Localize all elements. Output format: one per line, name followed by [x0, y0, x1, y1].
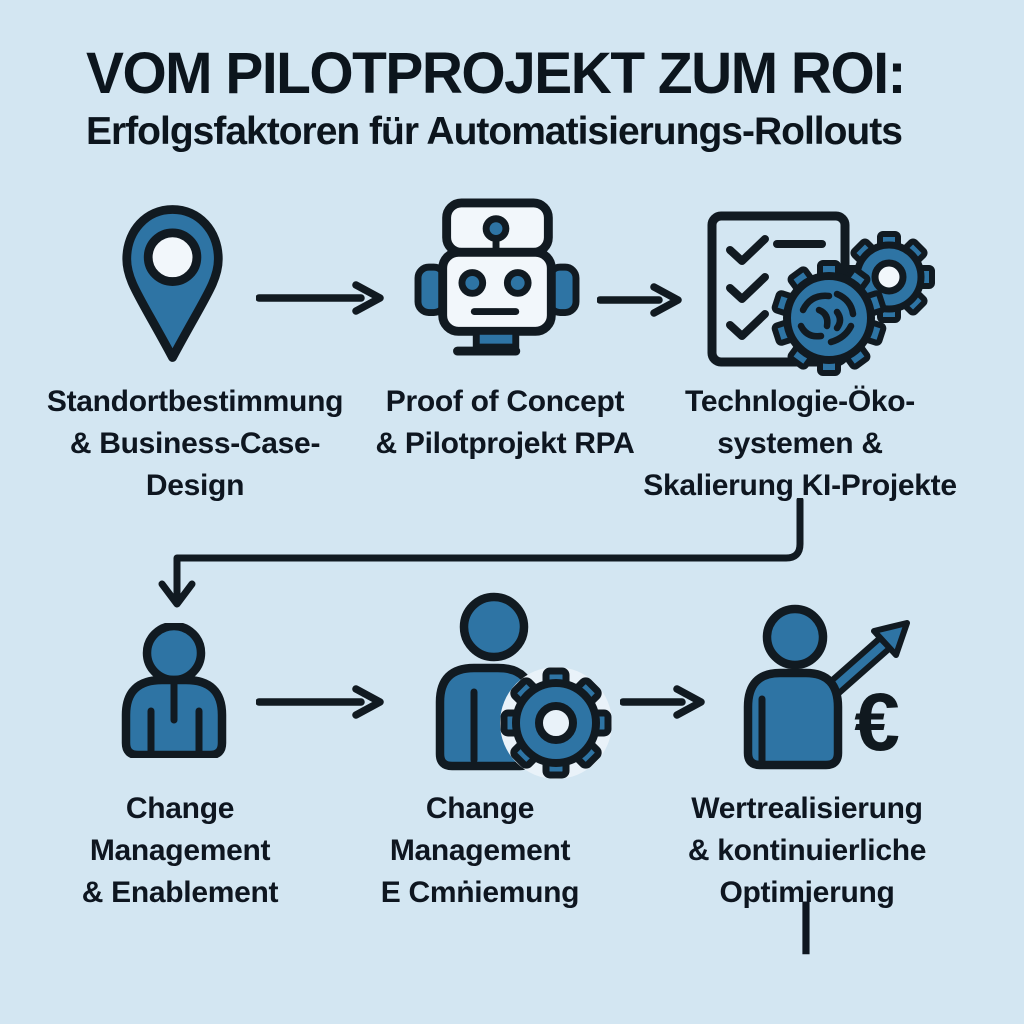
person-gear-icon: [435, 592, 612, 779]
checklist-gears-icon: [707, 211, 935, 376]
page-title: VOM PILOTPROJEKT ZUM ROI:: [86, 41, 906, 106]
robot-icon: [414, 198, 580, 356]
flow-arrow-icon: [256, 281, 384, 315]
step-label-technologie-oekosystem: Technlogie-Öko- systemen & Skalierung KI…: [643, 385, 957, 502]
euro-symbol: €: [854, 677, 900, 768]
step-label-wertrealisierung: Wertrealisierung & kontinuierliche Optim…: [687, 792, 927, 909]
flow-arrow-icon: [597, 283, 682, 317]
location-pin-icon: [122, 205, 223, 362]
step-label-change-management-enablement: Change Management & Enablement: [81, 792, 279, 909]
text-cursor-mark: |: [798, 891, 814, 954]
small-gear-icon: [843, 231, 935, 323]
flow-arrow-icon: [256, 685, 384, 719]
brain-gear-icon: [771, 260, 887, 376]
step-label-change-management-2: Change Management E Cmṅiemung: [380, 792, 580, 909]
person-growth-euro-icon: €: [743, 604, 910, 770]
step-label-proof-of-concept: Proof of Concept & Pilotprojekt RPA: [375, 385, 635, 460]
row-connector-arrow-icon: [158, 498, 804, 608]
page-subtitle: Erfolgsfaktoren für Automatisierungs-Rol…: [86, 110, 903, 153]
step-label-standortbestimmung: Standortbestimmung & Business-Case- Desi…: [46, 385, 344, 502]
flow-arrow-icon: [620, 685, 705, 719]
person-icon: [121, 623, 227, 758]
